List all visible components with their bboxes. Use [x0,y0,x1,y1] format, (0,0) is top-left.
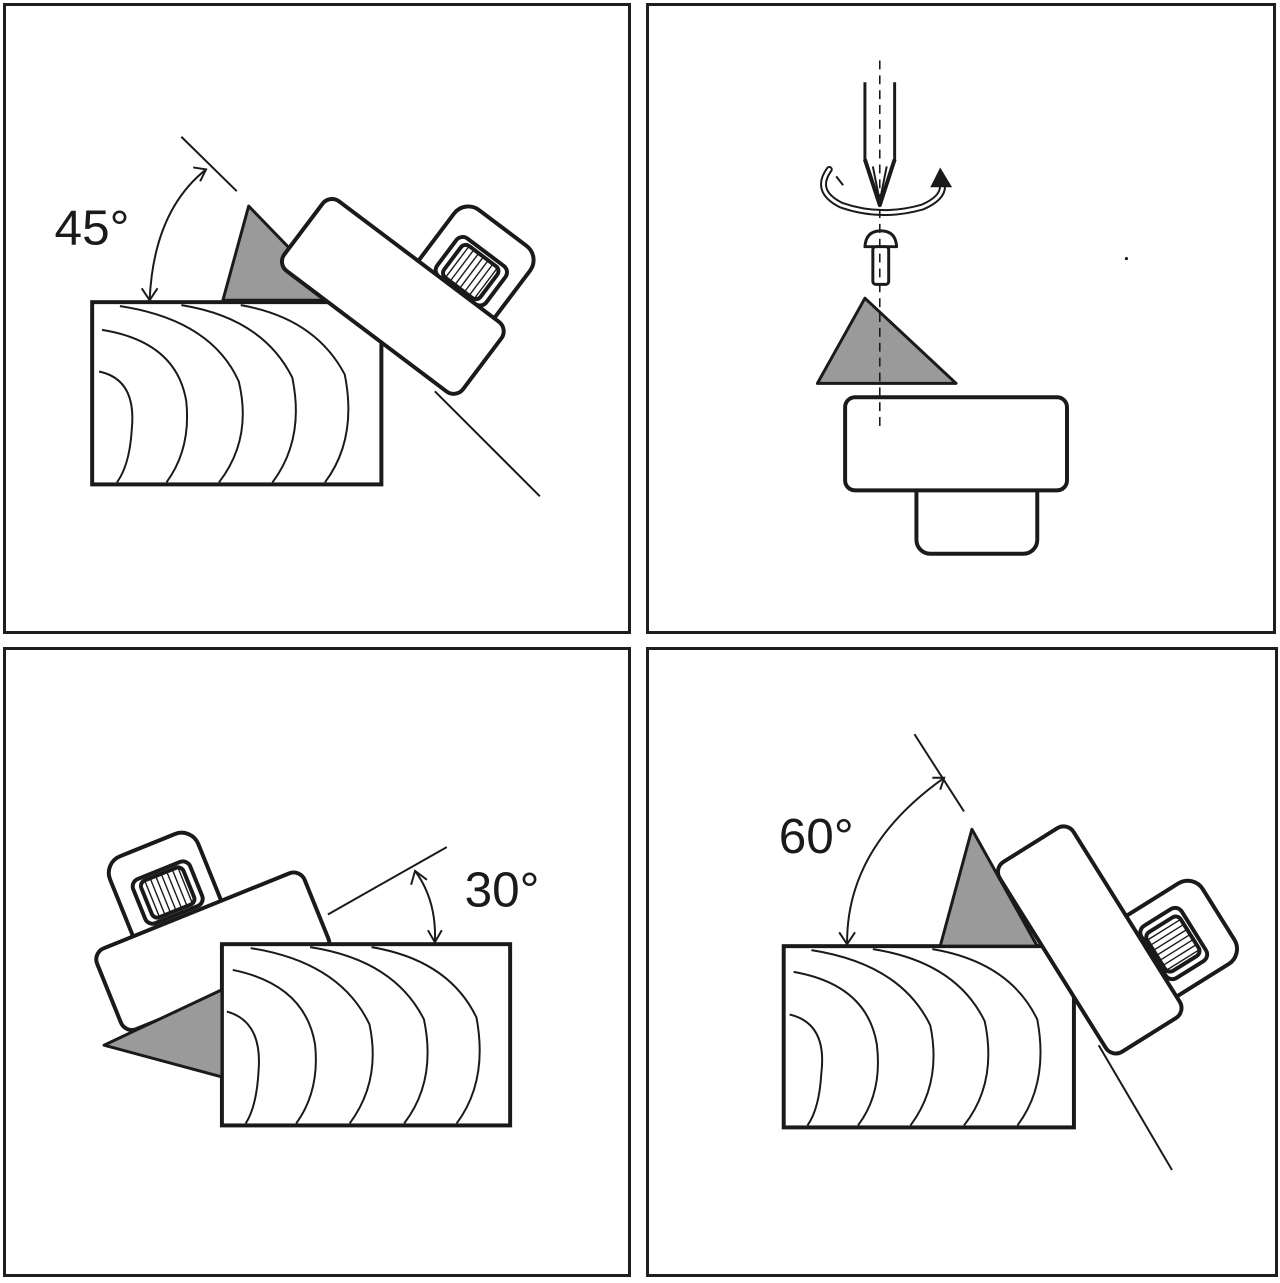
angle-arc [410,869,443,945]
angle-label: 30° [465,863,540,918]
wood-block [219,942,513,1128]
speck [1124,256,1128,261]
screw-icon [863,229,899,286]
thumb-screw-icon [441,242,501,302]
angle-label: 60° [779,809,854,864]
blade-icon [815,296,958,385]
wood-block [781,944,1076,1130]
thumb-screw-icon [138,865,197,920]
reference-line [327,846,448,916]
reference-line [913,733,965,812]
panel-60-degree: 60° [646,647,1278,1277]
diagram-replace-blade [815,60,1128,556]
diagram-30-degree: 30° [94,830,540,1128]
reference-line-lower [1097,1044,1173,1171]
panel-30-degree: 30° [3,647,631,1277]
wood-block [90,300,384,487]
rotate-arrow-icon [820,165,953,216]
panel-replace-blade [646,3,1276,634]
blade [102,988,224,1079]
reference-line-lower [434,390,541,497]
reference-line [180,136,238,192]
honing-guide-clamp [94,830,332,1032]
honing-guide-clamp [279,197,536,396]
angle-arc [140,166,208,302]
angle-arc [838,776,946,946]
angle-label: 45° [55,201,130,256]
diagram-45-degree: 45° [55,136,541,497]
panel-45-degree: 45° [3,3,631,634]
clamp-block [843,395,1069,556]
screwdriver-icon [863,82,897,208]
thumb-screw-icon [1144,914,1202,974]
diagram-60-degree: 60° [779,733,1239,1171]
honing-guide-clamp [995,824,1239,1056]
